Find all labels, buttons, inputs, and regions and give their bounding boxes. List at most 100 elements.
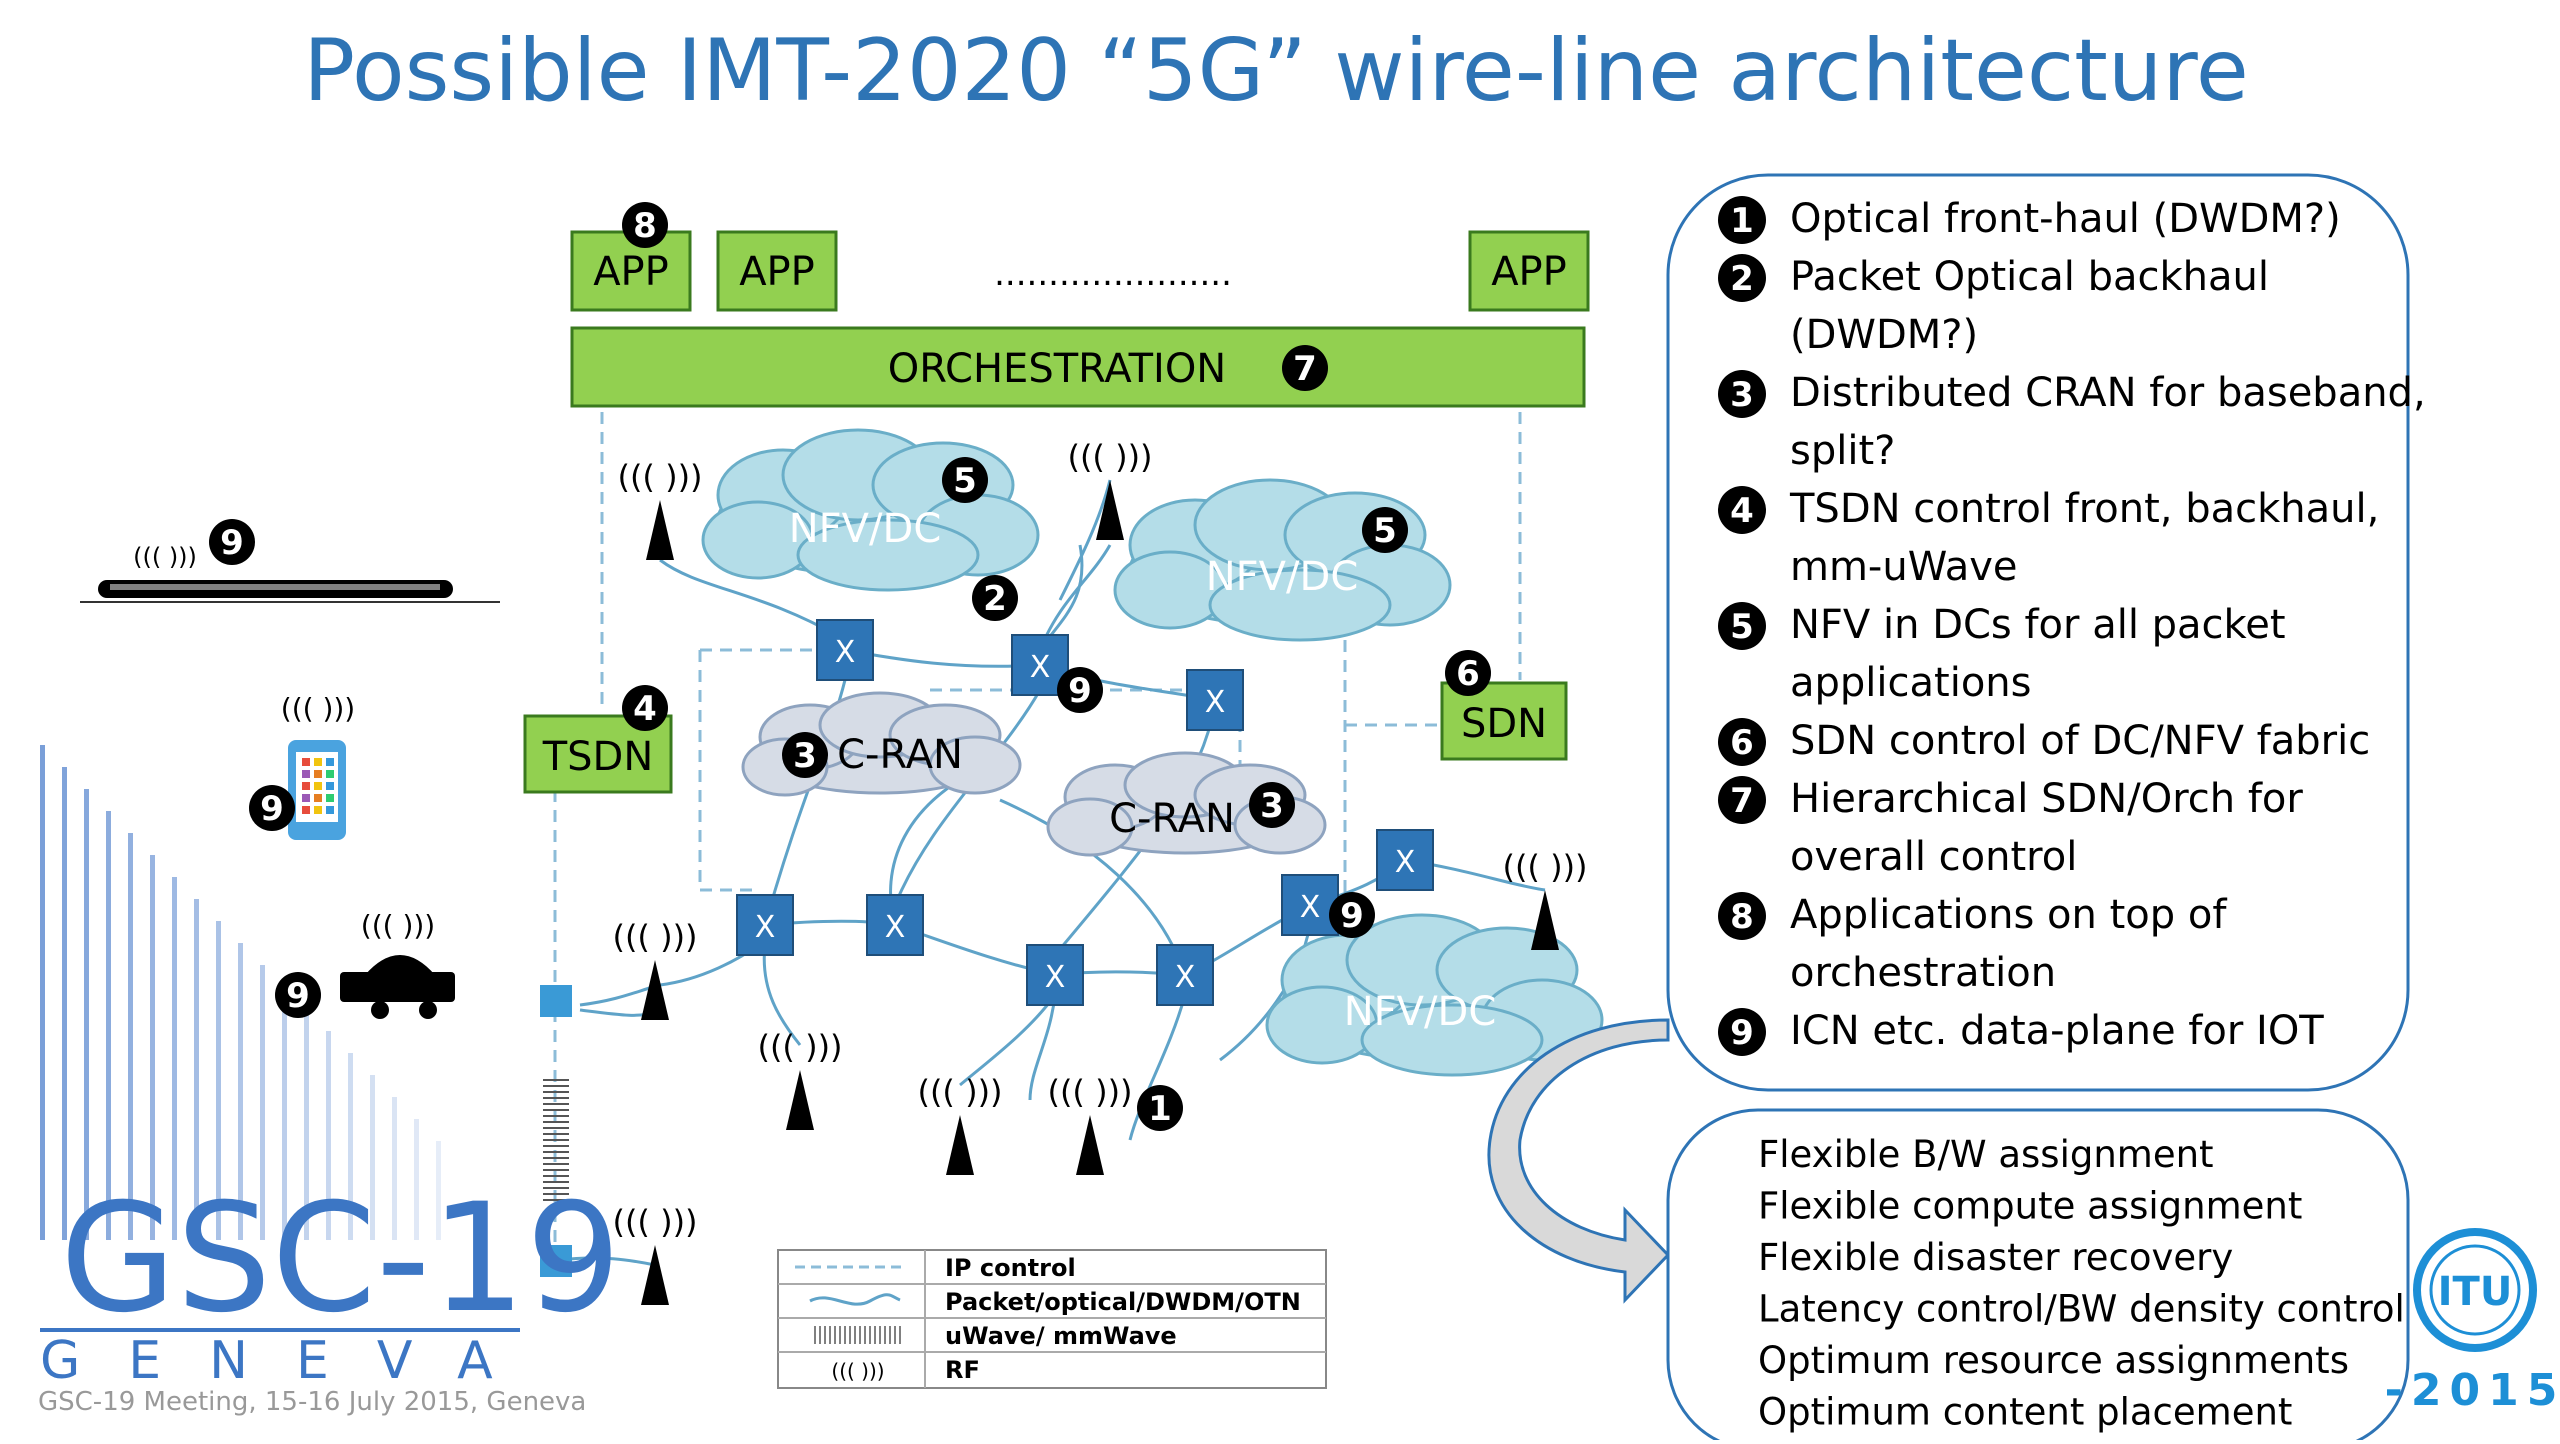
uwave-link [543, 1079, 569, 1201]
svg-text:ICN etc. data-plane for IOT: ICN etc. data-plane for IOT [1790, 1008, 2324, 1054]
svg-text:X: X [835, 635, 856, 670]
svg-text:3: 3 [1260, 786, 1284, 826]
number-marker: 8 [622, 202, 668, 248]
svg-text:X: X [1300, 890, 1321, 925]
svg-text:7: 7 [1730, 781, 1754, 821]
app-box-3: APP [1468, 230, 1590, 312]
svg-text:X: X [1395, 845, 1416, 880]
gsc-bar [106, 811, 111, 1240]
number-marker: 9 [209, 519, 255, 565]
svg-text:6: 6 [1456, 654, 1480, 694]
gsc-bar [150, 855, 155, 1240]
gsc-city: GENEVA [40, 1331, 541, 1391]
svg-text:((( ))): ((( ))) [1502, 848, 1587, 886]
app-box-1: APP [570, 230, 692, 312]
svg-text:X: X [1205, 685, 1226, 720]
svg-text:X: X [1175, 960, 1196, 995]
svg-text:1: 1 [1730, 201, 1754, 241]
svg-text:9: 9 [1340, 896, 1364, 936]
svg-text:orchestration: orchestration [1790, 950, 2056, 996]
svg-text:2: 2 [983, 579, 1007, 619]
svg-text:9: 9 [1068, 671, 1092, 711]
svg-text:4: 4 [633, 689, 657, 729]
svg-text:SDN control of DC/NFV fabric: SDN control of DC/NFV fabric [1790, 718, 2370, 764]
radio-tower: ((( ))) [1067, 438, 1153, 540]
benefit-item: Flexible disaster recovery [1758, 1236, 2233, 1279]
svg-text:SDN: SDN [1461, 701, 1547, 747]
number-marker: 5 [1362, 507, 1408, 553]
train-icon [80, 580, 500, 603]
switch-node: X [816, 619, 874, 681]
gsc-bar [62, 767, 67, 1240]
svg-text:TSDN control front, backhaul,: TSDN control front, backhaul, [1789, 486, 2379, 532]
gsc-bar [348, 1053, 353, 1240]
app-box-2: APP [716, 230, 838, 312]
slide-title: Possible IMT-2020 “5G” wire-line archite… [303, 21, 2249, 121]
note-item: 4 TSDN control front, backhaul, mm-uWave [1718, 486, 2379, 590]
radio-towers: ((( )))((( )))((( )))((( )))((( )))((( )… [612, 438, 1588, 1305]
cran-label-2: C-RAN [1109, 796, 1235, 842]
curved-arrow [1487, 1018, 1671, 1304]
svg-text:(DWDM?): (DWDM?) [1790, 312, 1978, 358]
switches: X X X X X X X X X [736, 619, 1434, 1006]
radio-tower: ((( ))) [757, 1028, 843, 1130]
svg-text:((( ))): ((( ))) [612, 1203, 697, 1241]
number-marker: 5 [942, 457, 988, 503]
svg-text:7: 7 [1293, 349, 1317, 389]
number-marker: 4 [622, 685, 668, 731]
switch-node: X [1186, 669, 1244, 731]
legend-label-packet: Packet/optical/DWDM/OTN [945, 1288, 1301, 1316]
legend-label-rf: RF [945, 1356, 980, 1384]
svg-text:APP: APP [739, 249, 815, 295]
svg-text:X: X [885, 910, 906, 945]
svg-text:4: 4 [1730, 491, 1754, 531]
orchestration-bar: ORCHESTRATION [570, 326, 1586, 408]
benefit-item: Optimum resource assignments [1758, 1339, 2349, 1382]
number-marker: 9 [1329, 892, 1375, 938]
car-icon [340, 955, 455, 1019]
train-rf: ((( ))) [133, 543, 197, 571]
svg-text:((( ))): ((( ))) [1047, 1073, 1132, 1111]
gsc-bar [370, 1075, 375, 1240]
svg-text:X: X [1045, 960, 1066, 995]
benefit-item: Latency control/BW density control [1758, 1288, 2405, 1331]
legend-wavy-symbol [809, 1293, 901, 1306]
switch-node: X [1011, 634, 1069, 696]
svg-text:((( ))): ((( ))) [1067, 438, 1152, 476]
radio-tower: ((( ))) [1047, 1073, 1133, 1175]
svg-text:9: 9 [286, 976, 310, 1016]
svg-text:9: 9 [220, 523, 244, 563]
svg-text:mm-uWave: mm-uWave [1790, 544, 2018, 590]
gsc-bar [436, 1141, 441, 1240]
gsc-bar [304, 1009, 309, 1240]
svg-text:X: X [755, 910, 776, 945]
gsc-bar [392, 1097, 397, 1240]
radio-tower: ((( ))) [612, 1203, 698, 1305]
access-node-1 [540, 985, 572, 1017]
svg-text:8: 8 [633, 206, 657, 246]
legend-label-ip: IP control [945, 1254, 1076, 1282]
switch-node: X [736, 894, 794, 956]
svg-text:2: 2 [1730, 259, 1754, 299]
switch-node: X [1281, 874, 1339, 936]
nfv-label-1: NFV/DC [789, 506, 942, 552]
gsc-bar [194, 899, 199, 1240]
legend: ((( ))) IP control Packet/optical/DWDM/O… [777, 1249, 1327, 1389]
itu-year: -2015 [2385, 1365, 2560, 1416]
switch-node: X [866, 894, 924, 956]
svg-text:X: X [1030, 650, 1051, 685]
cran-label-1: C-RAN [837, 732, 963, 778]
svg-text:ORCHESTRATION: ORCHESTRATION [888, 346, 1226, 392]
svg-text:3: 3 [1730, 375, 1754, 415]
svg-text:ITU: ITU [2438, 1269, 2513, 1315]
svg-text:5: 5 [953, 461, 977, 501]
number-marker: 3 [1249, 782, 1295, 828]
number-marker: 9 [249, 785, 295, 831]
svg-text:9: 9 [260, 789, 284, 829]
sdn-box: SDN [1440, 681, 1568, 761]
